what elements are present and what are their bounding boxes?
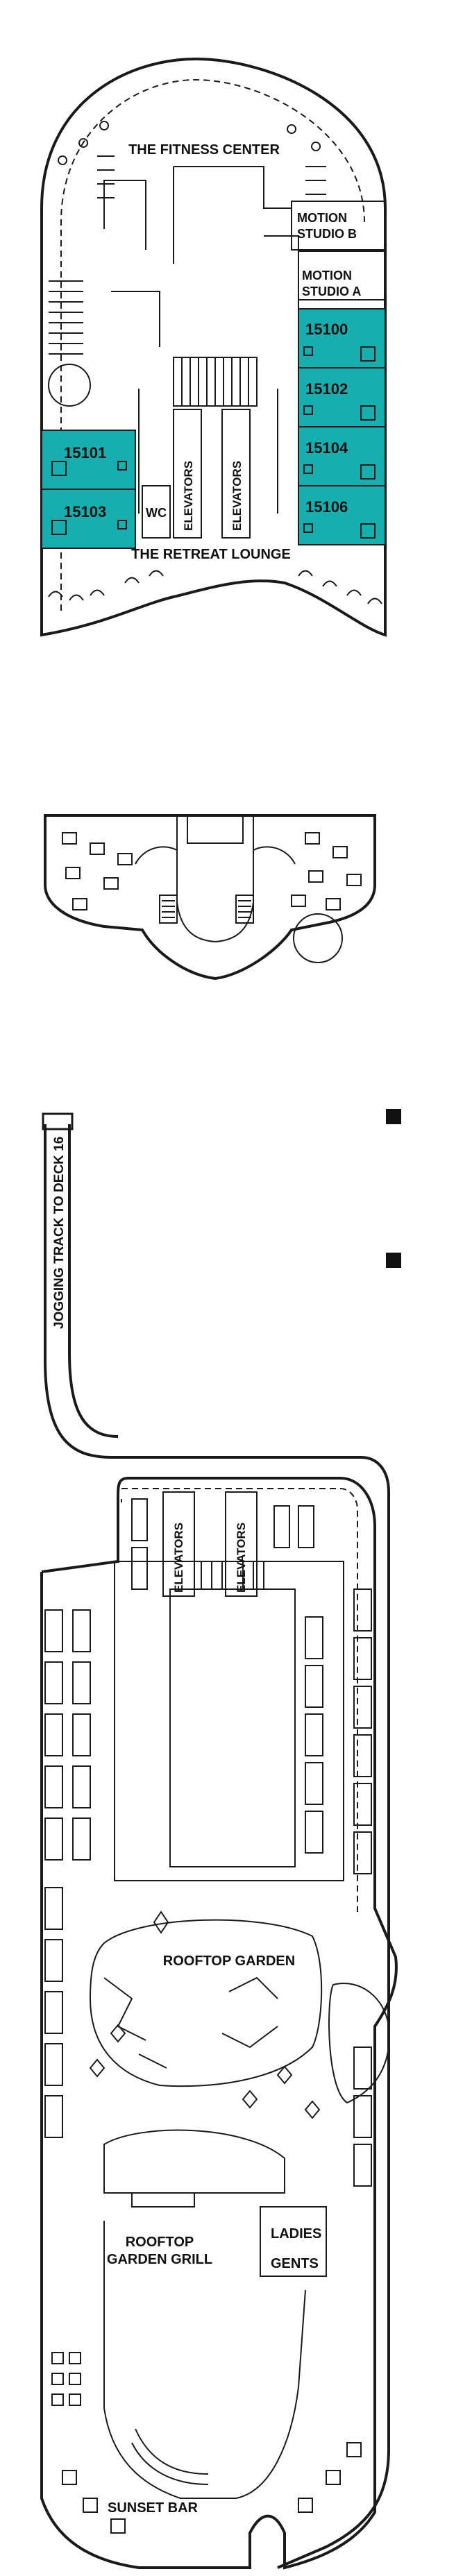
- stateroom-15100-label: 15100: [305, 321, 348, 338]
- upper-elevators-label-2: ELEVATORS: [230, 461, 244, 531]
- upper-spiral-stair: [48, 364, 91, 407]
- retreat-lounge-label: THE RETREAT LOUNGE: [131, 547, 291, 562]
- upper-deck-track: [60, 78, 365, 611]
- upper-lounge-furniture: [48, 121, 382, 604]
- restrooms-block: [260, 2206, 327, 2277]
- stateroom-15101-label: 15101: [64, 444, 106, 461]
- stateroom-15106-label: 15106: [305, 498, 348, 516]
- upper-elevators-label-1: ELEVATORS: [182, 461, 195, 531]
- loungers-right: [305, 1588, 372, 2187]
- upper-stairs: [173, 357, 258, 407]
- rooftop-garden-planters: [103, 1976, 278, 2069]
- grill-area: [103, 2129, 285, 2208]
- stateroom-15102[interactable]: [298, 367, 386, 427]
- upper-wc-room: [142, 485, 171, 539]
- stateroom-15103[interactable]: [41, 489, 136, 549]
- aft-deck-stairs: [135, 846, 296, 924]
- lower-elevators-label-2: ELEVATORS: [235, 1523, 248, 1593]
- sunset-bar-label: SUNSET BAR: [108, 2500, 199, 2516]
- upper-staterooms: [41, 308, 386, 549]
- gents-label: GENTS: [271, 2256, 319, 2271]
- rooftop-garden-grill-label-2: GARDEN GRILL: [107, 2252, 212, 2267]
- lower-deck: [40, 1112, 398, 2570]
- jogging-track-end: [42, 1112, 74, 1130]
- lower-deck-hull: [40, 1477, 398, 2570]
- stateroom-15100[interactable]: [298, 308, 386, 368]
- aft-deck-dome: [293, 913, 343, 963]
- upper-fitness-equipment: [49, 155, 326, 355]
- sunset-bar-area: [103, 2221, 306, 2499]
- motion-studio-a-room: [298, 251, 386, 300]
- upper-deck: [40, 57, 387, 637]
- rooftop-garden-area: [89, 1919, 323, 2087]
- upper-elevator-left: [173, 409, 202, 539]
- motion-studio-a-label-1: MOTION: [302, 269, 352, 282]
- central-block-stairs: [201, 1561, 264, 1589]
- jogging-track-label: JOGGING TRACK TO DECK 16: [52, 1137, 67, 1329]
- motion-studio-b-label-1: MOTION: [297, 211, 347, 225]
- lower-elevator-right: [225, 1491, 258, 1597]
- motion-studio-b-label-2: STUDIO B: [297, 227, 357, 241]
- aft-deck-furniture: [62, 832, 362, 910]
- upper-central-walls: [103, 166, 299, 514]
- stateroom-15106[interactable]: [298, 485, 386, 545]
- central-block: [114, 1561, 344, 1881]
- lower-deck-dashed-track: [121, 1488, 358, 1912]
- central-block-inner: [169, 1588, 296, 1867]
- starboard-lounge: [328, 1983, 390, 2104]
- sunset-bar-seating: [51, 2352, 362, 2534]
- lower-elevator-left: [162, 1491, 195, 1597]
- motion-studio-a-label-2: STUDIO A: [302, 285, 361, 298]
- rooftop-garden-label: ROOFTOP GARDEN: [163, 1954, 295, 1969]
- jogging-track-path: [44, 1124, 390, 2569]
- aft-deck-section: [44, 814, 376, 981]
- wc-label: WC: [146, 506, 167, 520]
- stateroom-15102-label: 15102: [305, 380, 348, 398]
- garden-plant-icons: [89, 1910, 321, 2119]
- square-bullet-icon: [386, 1253, 401, 1268]
- aft-deck-outline: [44, 814, 376, 981]
- ladies-label: LADIES: [271, 2226, 321, 2242]
- loungers-left: [44, 1498, 314, 2138]
- square-bullet-icon: [386, 1109, 401, 1124]
- aft-deck-center: [176, 815, 254, 943]
- upper-deck-hull: [40, 57, 387, 637]
- upper-elevator-right: [221, 409, 251, 539]
- sunset-bar-counter: [131, 2428, 209, 2485]
- motion-studio-b-room: [291, 201, 386, 251]
- stateroom-15103-label: 15103: [64, 503, 106, 520]
- stateroom-15104-label: 15104: [305, 439, 348, 457]
- lower-elevators-label-1: ELEVATORS: [172, 1523, 185, 1593]
- rooftop-garden-grill-label-1: ROOFTOP: [126, 2235, 194, 2250]
- fitness-center-label: THE FITNESS CENTER: [128, 142, 280, 158]
- stateroom-15101[interactable]: [41, 430, 136, 490]
